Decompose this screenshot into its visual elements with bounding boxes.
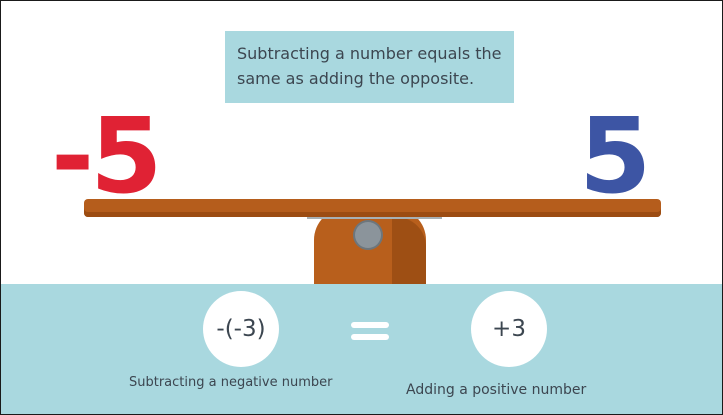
seesaw-plank-underside bbox=[307, 215, 442, 219]
add-positive-expression: +3 bbox=[492, 316, 526, 342]
add-positive-bubble: +3 bbox=[471, 291, 547, 367]
rule-note-line-2: same as adding the opposite. bbox=[237, 69, 475, 88]
pivot-bolt-icon bbox=[355, 222, 381, 248]
equation-panel bbox=[1, 284, 722, 414]
positive-value: 5 bbox=[579, 95, 651, 217]
add-positive-caption: Adding a positive number bbox=[406, 382, 587, 398]
seesaw-plank bbox=[84, 199, 661, 217]
subtract-negative-caption: Subtracting a negative number bbox=[129, 375, 333, 390]
rule-note: Subtracting a number equals the same as … bbox=[225, 31, 514, 103]
subtract-negative-bubble: -(-3) bbox=[203, 291, 279, 367]
negative-value: -5 bbox=[51, 95, 163, 217]
rule-note-line-1: Subtracting a number equals the bbox=[237, 44, 502, 63]
equals-icon bbox=[345, 312, 395, 346]
subtract-negative-expression: -(-3) bbox=[216, 316, 266, 342]
